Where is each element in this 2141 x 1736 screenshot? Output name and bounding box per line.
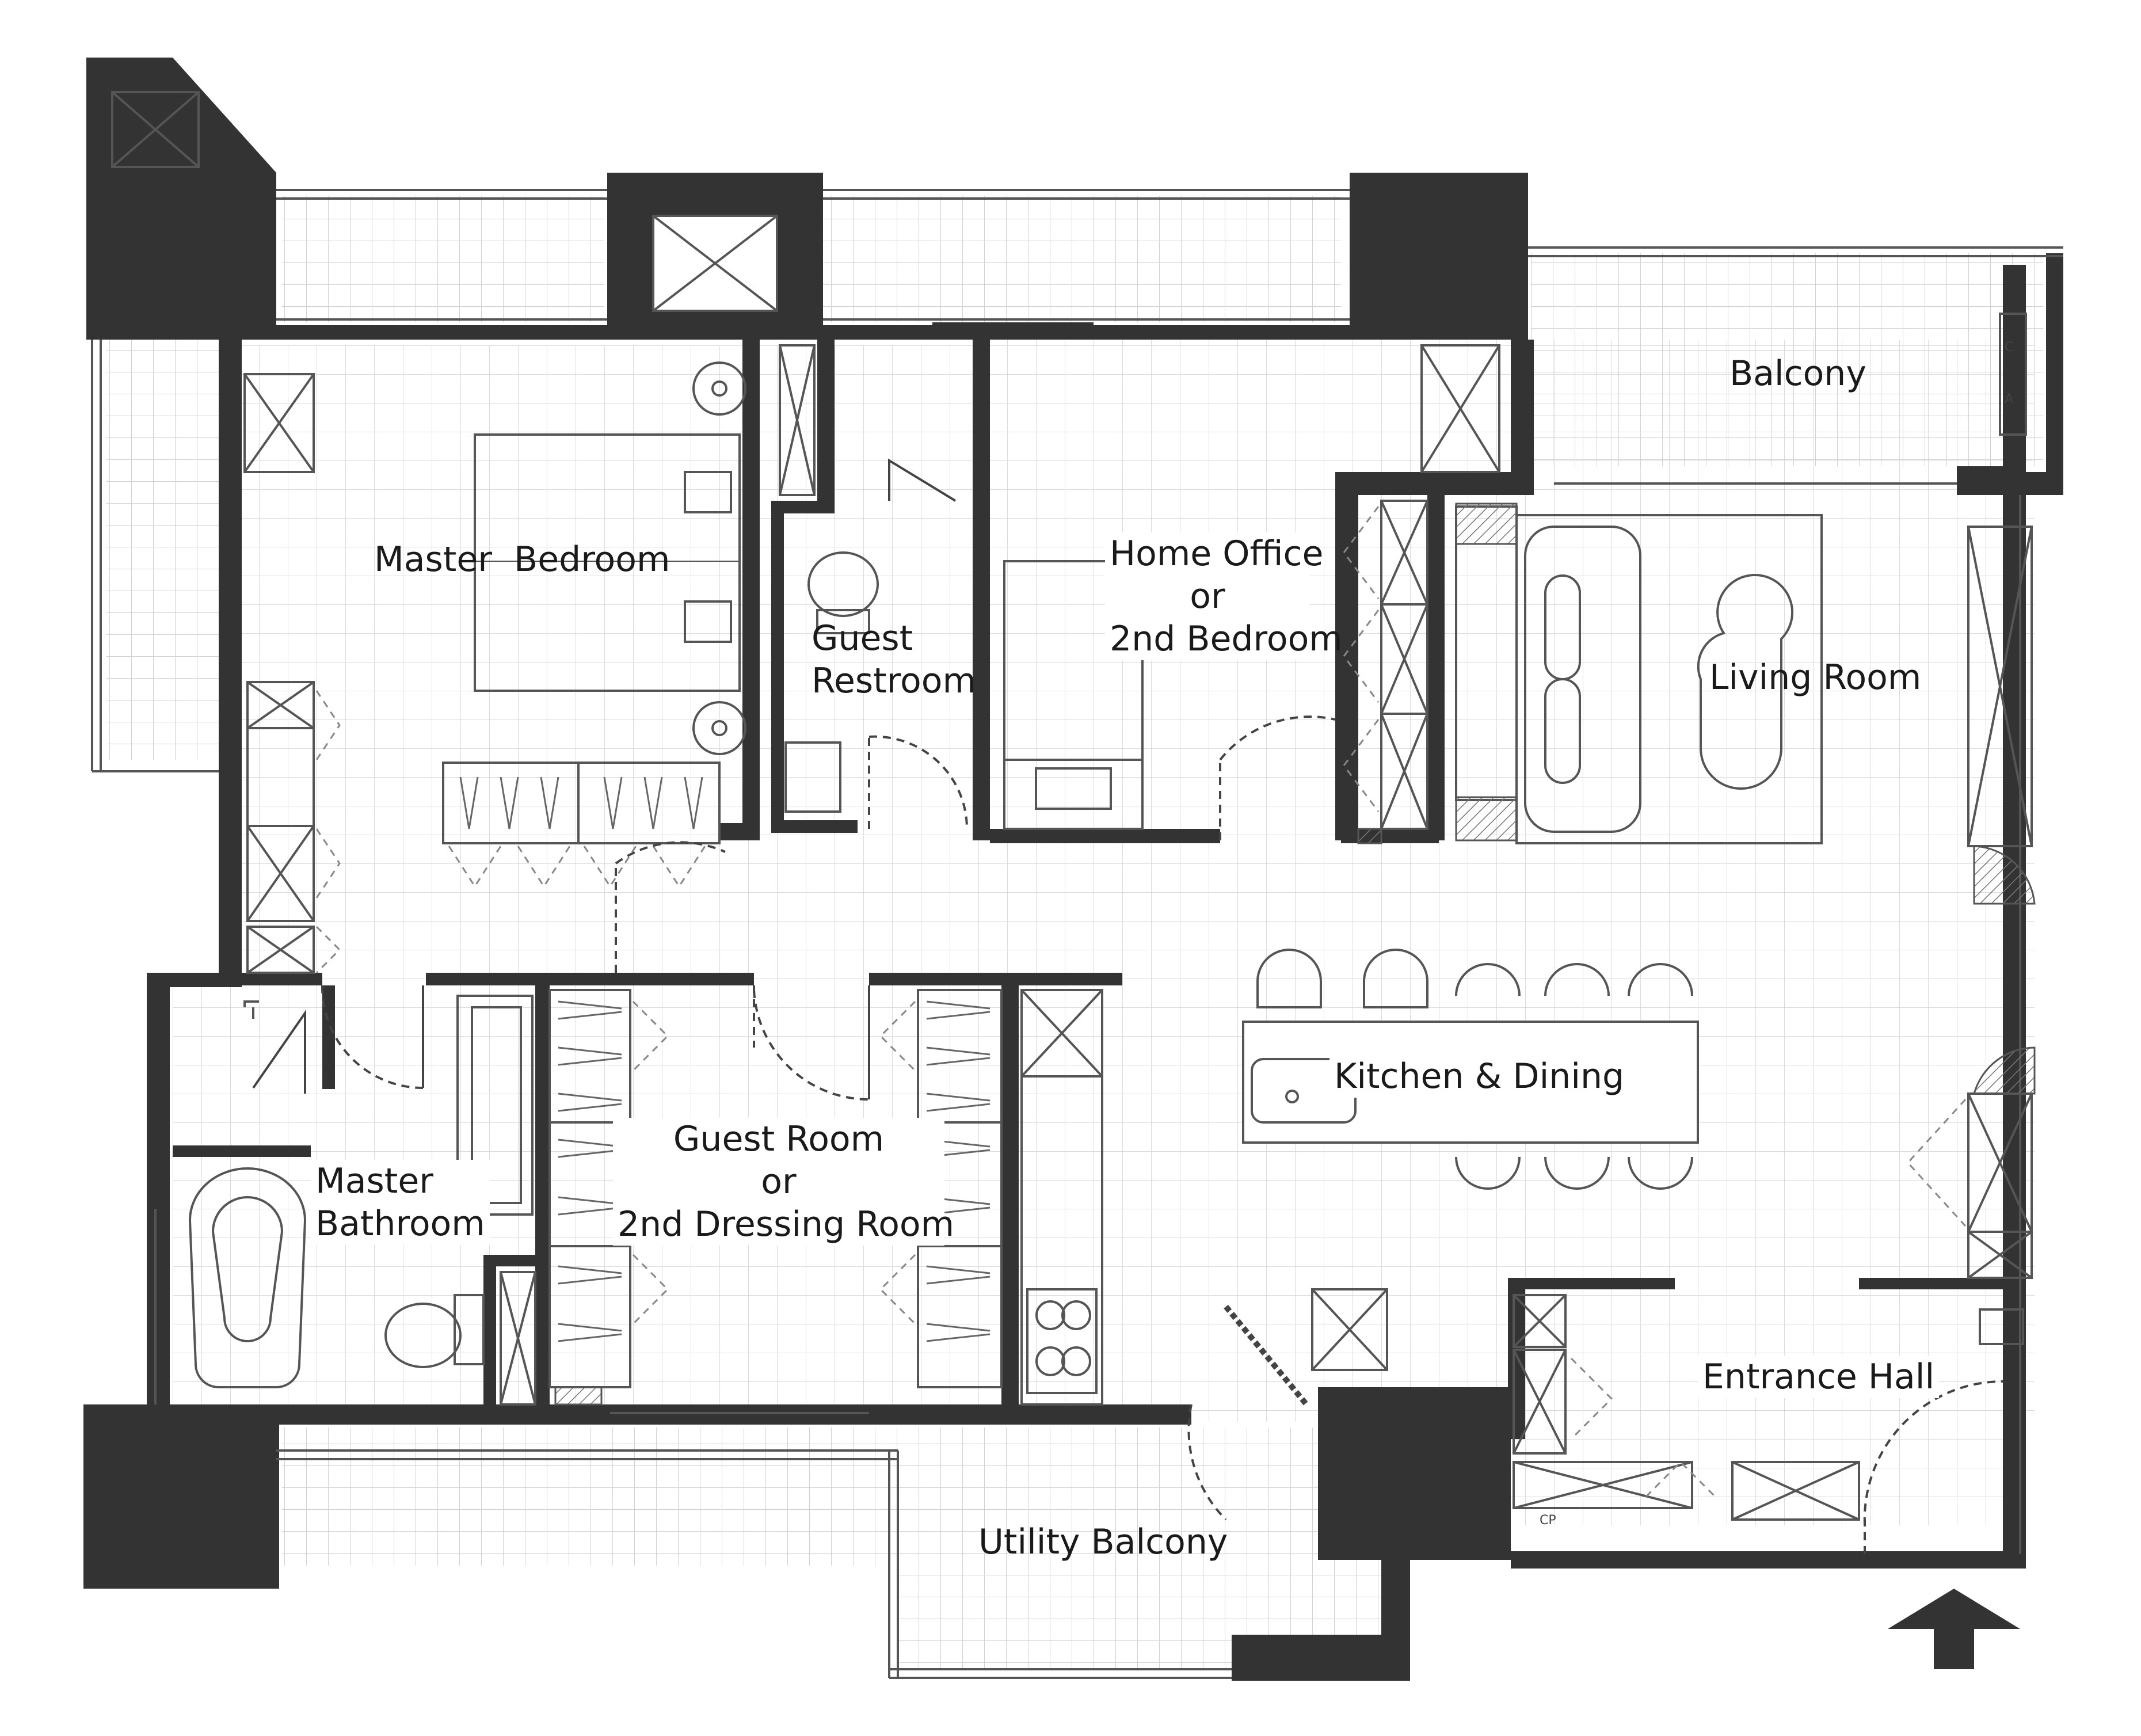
walls bbox=[83, 58, 2063, 1681]
label-kitchen-dining: Kitchen & Dining bbox=[1329, 1055, 1629, 1098]
label-home-office-line1: Home Office bbox=[1110, 534, 1324, 574]
shaft-boxes bbox=[111, 91, 1500, 1371]
label-home-office: Home Office or 2nd Bedroom bbox=[1105, 532, 1343, 660]
label-guest-restroom-line1: Guest bbox=[812, 618, 913, 658]
label-guest-room-line1: Guest Room bbox=[673, 1119, 885, 1159]
cabinets bbox=[243, 313, 2033, 1521]
label-entrance-hall: Entrance Hall bbox=[1698, 1356, 1940, 1398]
label-living-room: Living Room bbox=[1709, 657, 1922, 698]
fixture-c: C bbox=[2005, 340, 2013, 355]
label-utility-balcony: Utility Balcony bbox=[978, 1522, 1228, 1562]
master-bed bbox=[474, 361, 746, 755]
label-master-bathroom-line1: Master bbox=[315, 1161, 433, 1201]
floor-grid bbox=[106, 196, 2043, 1669]
label-home-office-line2: or bbox=[1190, 576, 1225, 616]
label-balcony: Balcony bbox=[1729, 353, 1866, 394]
windows bbox=[91, 189, 2063, 1679]
label-guest-restroom: Guest Restroom bbox=[812, 617, 976, 702]
fixture-marks: CP C A bbox=[1540, 340, 2013, 1528]
label-master-bedroom: Master Bedroom bbox=[374, 539, 671, 580]
label-master-bathroom-line2: Bathroom bbox=[315, 1204, 485, 1244]
entry-arrow-icon bbox=[1888, 1589, 2020, 1669]
label-guest-room: Guest Room or 2nd Dressing Room bbox=[613, 1118, 955, 1246]
bathroom-fixtures bbox=[188, 995, 534, 1388]
label-guest-room-line2: or bbox=[761, 1162, 797, 1202]
restroom-fixtures bbox=[784, 551, 879, 813]
hatch-blocks bbox=[554, 502, 2036, 1406]
fixture-cp: CP bbox=[1540, 1513, 1556, 1528]
office-furniture bbox=[1003, 560, 1144, 830]
fixture-a: A bbox=[2005, 392, 2013, 406]
hanger-marks bbox=[459, 776, 991, 1342]
label-guest-room-line3: 2nd Dressing Room bbox=[618, 1204, 955, 1244]
label-master-bathroom: Master Bathroom bbox=[311, 1160, 490, 1245]
label-home-office-line3: 2nd Bedroom bbox=[1110, 619, 1343, 659]
doors bbox=[252, 458, 2003, 1554]
label-guest-restroom-line2: Restroom bbox=[812, 661, 976, 701]
